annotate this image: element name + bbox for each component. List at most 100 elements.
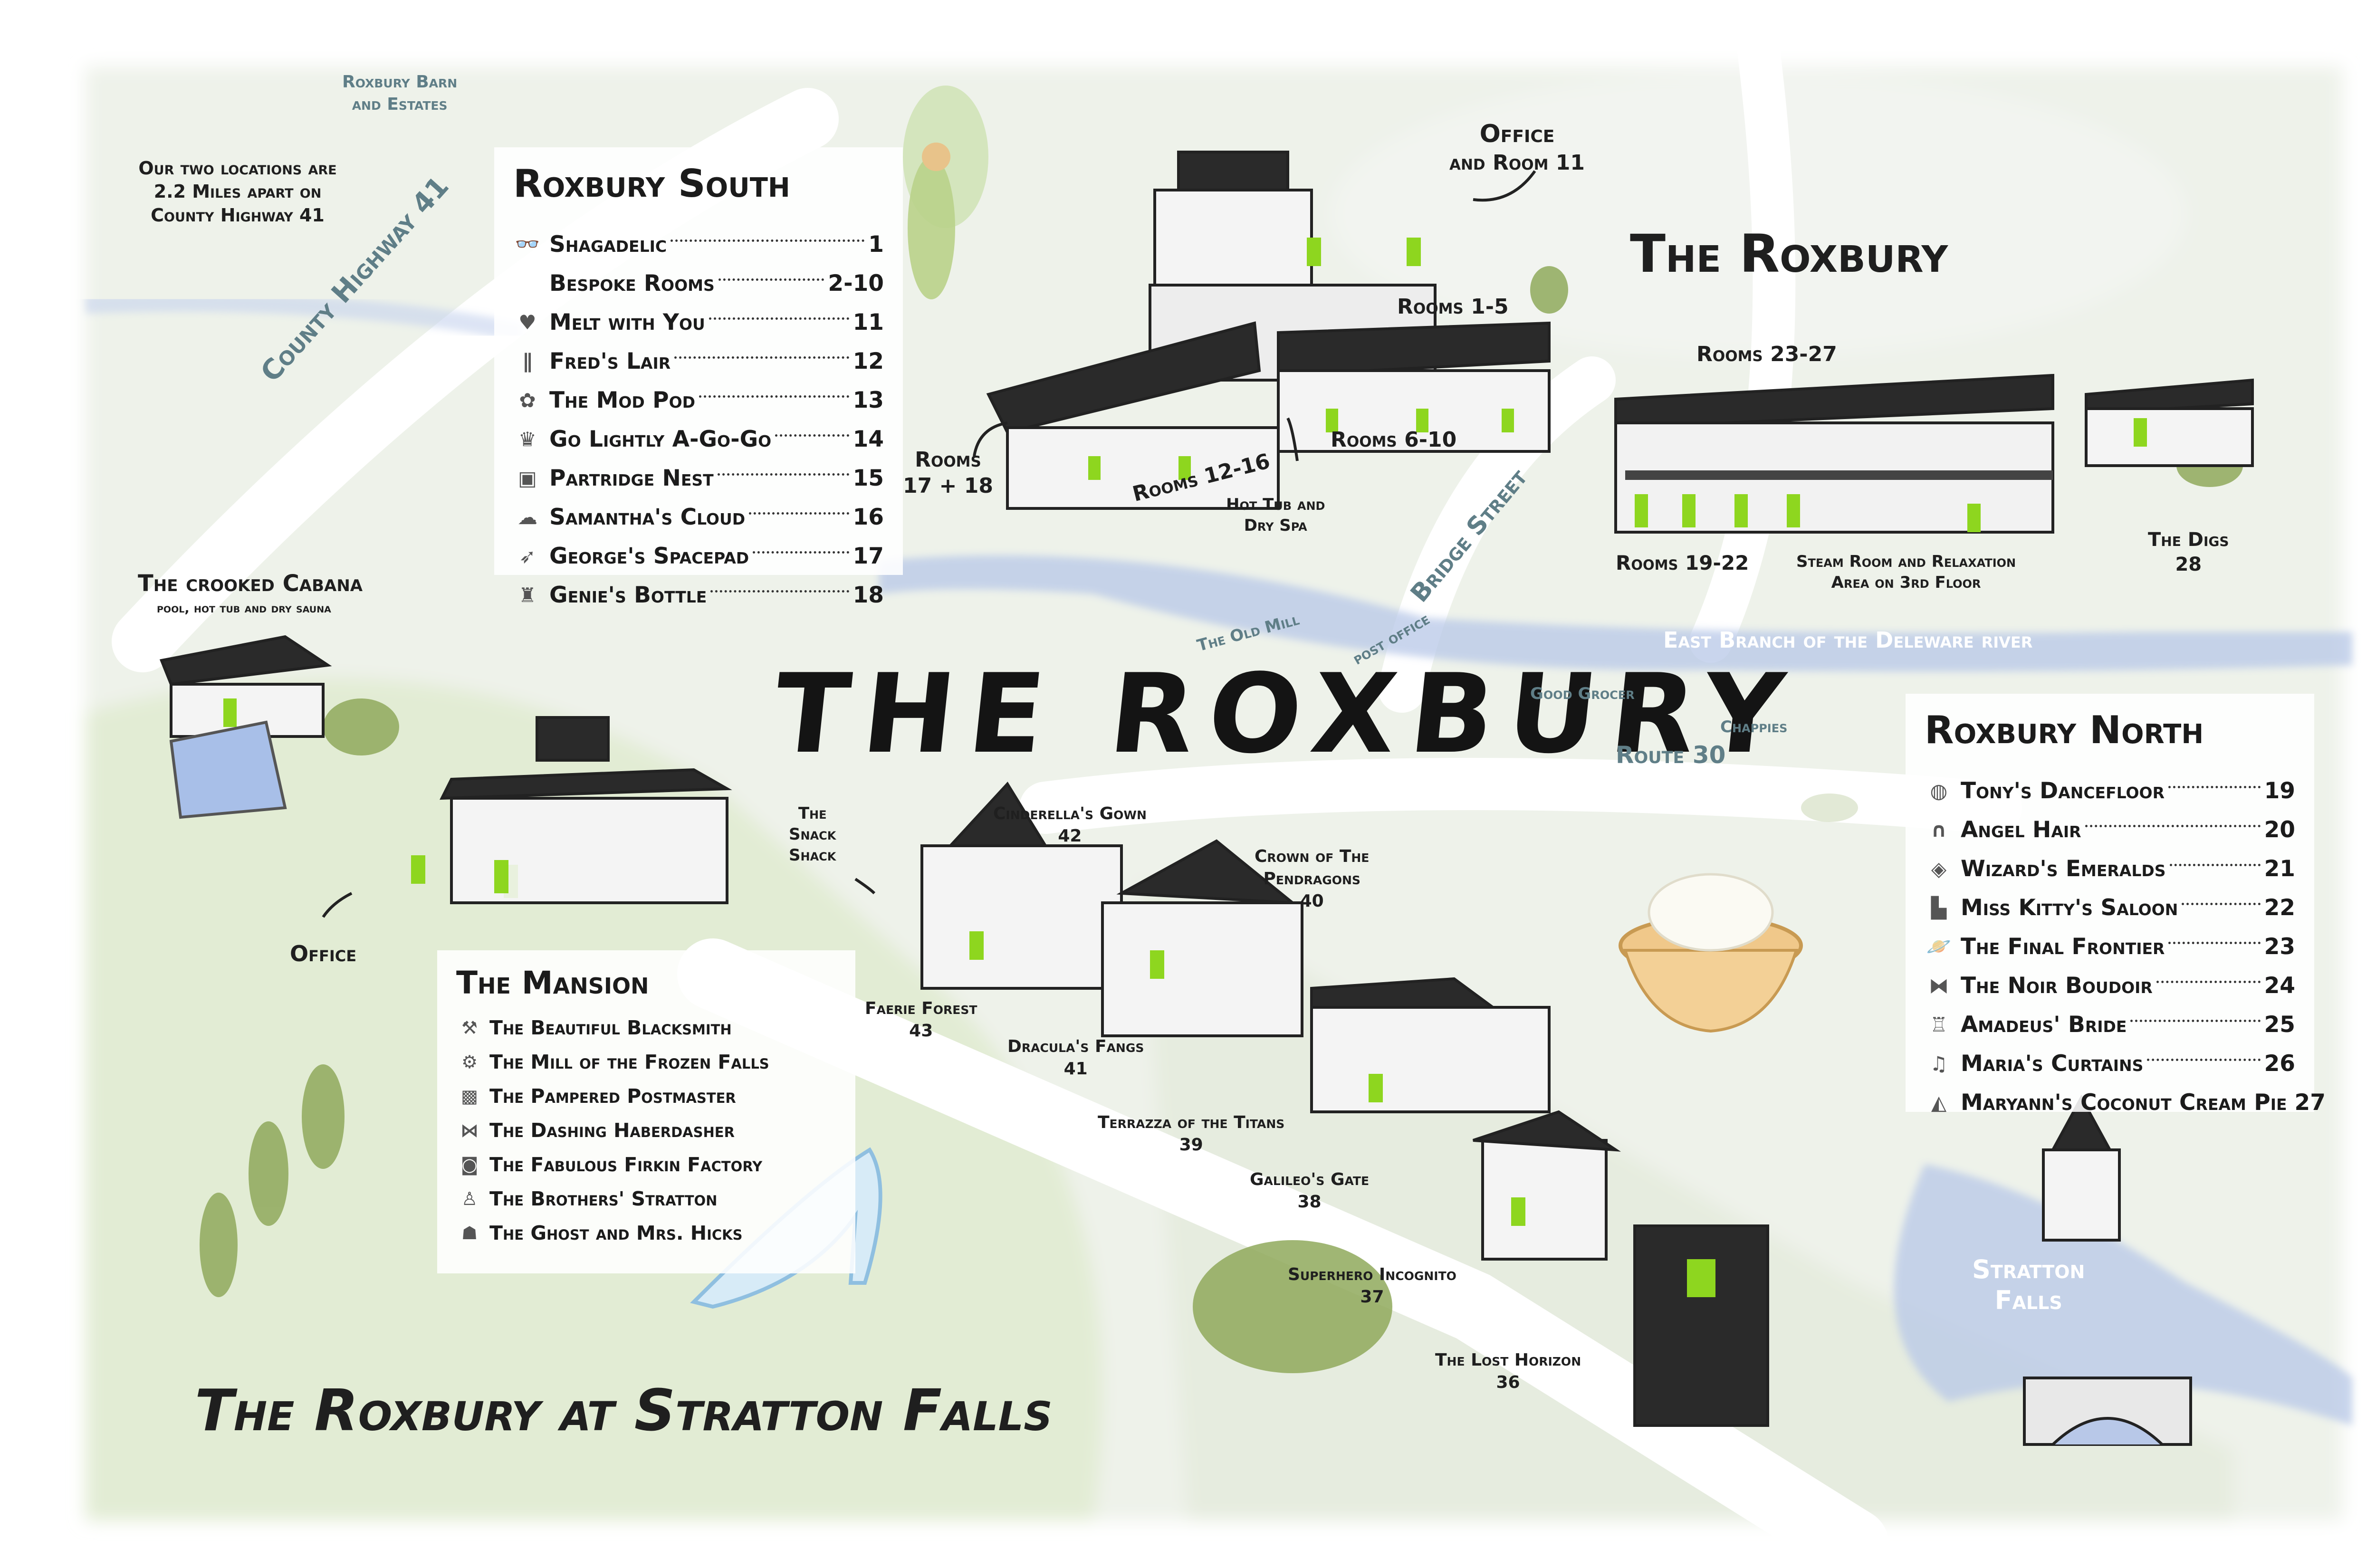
label-steam-room-line1: Steam Room and Relaxation xyxy=(1796,552,2016,571)
label-superhero-line2: 37 xyxy=(1360,1287,1384,1307)
roxbury-north-item-leader xyxy=(2169,863,2261,866)
roxbury-north-item-leader xyxy=(2156,980,2261,983)
label-hot-tub: Hot Tub and Dry Spa xyxy=(1226,494,1325,536)
label-crown-line3: 40 xyxy=(1300,891,1324,911)
mansion-item-name: The Pampered Postmaster xyxy=(489,1085,736,1108)
flower-icon: ✿ xyxy=(519,388,536,412)
label-roxbury-barn-line1: Roxbury Barn xyxy=(342,72,458,92)
label-rooms-19-22: Rooms 19-22 xyxy=(1616,551,1749,574)
label-cinderella-line2: 42 xyxy=(1058,826,1082,846)
nest-icon: ▣ xyxy=(518,466,537,490)
mansion-item-name: The Mill of the Frozen Falls xyxy=(489,1051,769,1073)
bone-icon: ∥ xyxy=(522,349,533,373)
hair-icon: ∩ xyxy=(1930,818,1947,841)
castle-row-drawing xyxy=(920,782,1769,1427)
label-stratton-falls: Stratton Falls xyxy=(1972,1254,2085,1316)
label-snack-shack: The Snack Shack xyxy=(789,803,836,866)
mansion-item-name: The Fabulous Firkin Factory xyxy=(489,1153,763,1176)
label-steam-room: Steam Room and Relaxation Area on 3rd Fl… xyxy=(1796,551,2016,593)
roxbury-north-item-name: The Noir Boudoir xyxy=(1961,972,2153,999)
roxbury-north-title: Roxbury North xyxy=(1925,708,2204,752)
coconut-pie-drawing xyxy=(1619,873,1803,1033)
label-faerie-forest: Faerie Forest 43 xyxy=(865,998,977,1042)
label-cinderella: Cinderella's Gown 42 xyxy=(993,803,1147,848)
roxbury-south-item-name: Melt with You xyxy=(549,309,705,335)
roxbury-south-item-name: The Mod Pod xyxy=(549,387,696,413)
label-crown: Crown of The Pendragons 40 xyxy=(1255,846,1369,912)
label-cinderella-line1: Cinderella's Gown xyxy=(993,804,1147,823)
fairy-drawing xyxy=(903,86,988,299)
roxbury-north-item-leader xyxy=(2085,824,2261,827)
roxbury-north-item-number: 23 xyxy=(2264,933,2295,960)
label-stratton-falls-line2: Falls xyxy=(1994,1285,2062,1315)
label-dracula-line1: Dracula's Fangs xyxy=(1007,1037,1144,1056)
pointer-arrows xyxy=(322,170,1536,918)
roxbury-north-item-number: 20 xyxy=(2264,816,2295,843)
label-office-room11-line1: Office xyxy=(1479,120,1555,148)
roxbury-north-item-number: 22 xyxy=(2264,894,2295,921)
roxbury-north-item-leader xyxy=(2168,941,2261,944)
river xyxy=(85,293,2352,1425)
roxbury-north-item: 🪐 The Final Frontier 23 xyxy=(1925,927,2295,966)
roxbury-north-item-name: The Final Frontier xyxy=(1961,933,2165,960)
label-steam-room-line2: Area on 3rd Floor xyxy=(1831,573,1981,593)
mansion-item: ☗The Ghost and Mrs. Hicks xyxy=(456,1216,836,1250)
mansion-item-name: The Dashing Haberdasher xyxy=(489,1119,735,1142)
cloud-icon: ☁ xyxy=(517,505,537,529)
roxbury-south-item-leader xyxy=(709,317,849,320)
planet-icon: 🪐 xyxy=(1926,935,1952,958)
roxbury-south-item-leader xyxy=(749,512,849,515)
roxbury-north-buildings xyxy=(1614,373,2254,534)
roxbury-south-item-number: 17 xyxy=(853,543,884,569)
label-faerie-forest-line1: Faerie Forest xyxy=(865,999,977,1018)
label-hot-tub-line1: Hot Tub and xyxy=(1226,495,1325,514)
roxbury-north-item-name: Maria's Curtains xyxy=(1961,1050,2144,1077)
roxbury-north-item-leader xyxy=(2182,902,2261,905)
mansion-item: ◙The Fabulous Firkin Factory xyxy=(456,1147,836,1182)
label-snack-shack-line2: Snack xyxy=(789,825,836,844)
pie-slice-icon: ◭ xyxy=(1931,1090,1947,1114)
roxbury-north-item: ◍ Tony's Dancefloor 19 xyxy=(1925,771,2295,810)
roxbury-north-item-name: Maryann's Coconut Cream Pie xyxy=(1961,1089,2287,1116)
roxbury-south-item-leader xyxy=(671,239,865,242)
label-rooms-17-18-line2: 17 + 18 xyxy=(903,474,993,498)
label-crown-line1: Crown of The xyxy=(1255,847,1370,866)
mansion-drawing xyxy=(411,716,732,904)
label-crown-line2: Pendragons xyxy=(1263,869,1360,889)
label-rooms-17-18: Rooms 17 + 18 xyxy=(903,447,993,499)
roxbury-north-item-number: 21 xyxy=(2264,855,2295,882)
label-superhero-line1: Superhero Incognito xyxy=(1288,1265,1456,1284)
mansion-item-name: The Ghost and Mrs. Hicks xyxy=(489,1222,743,1244)
mansion-item: ⋈The Dashing Haberdasher xyxy=(456,1113,836,1147)
label-faerie-forest-line2: 43 xyxy=(909,1021,933,1041)
label-galileo-line1: Galileo's Gate xyxy=(1250,1170,1370,1189)
label-roxbury-barn: Roxbury Barn and Estates xyxy=(342,71,457,116)
stratton-falls-drawing xyxy=(2023,1094,2192,1446)
sunglasses-icon: 👓 xyxy=(515,232,540,256)
roxbury-north-item-number: 27 xyxy=(2294,1089,2326,1116)
emerald-icon: ◈ xyxy=(1931,857,1947,880)
rocket-icon: ➶ xyxy=(519,544,536,568)
roxbury-north-item-number: 19 xyxy=(2264,777,2295,804)
roxbury-north-item-name: Tony's Dancefloor xyxy=(1961,777,2165,804)
mansion-item: ⚙The Mill of the Frozen Falls xyxy=(456,1045,836,1079)
bottle-icon: ♜ xyxy=(518,583,537,607)
heart-icon: ♥ xyxy=(518,310,537,334)
label-hot-tub-line2: Dry Spa xyxy=(1244,516,1307,535)
label-the-digs: The Digs 28 xyxy=(2148,527,2229,577)
disco-ball-icon: ◍ xyxy=(1930,779,1948,803)
mansion-legend: The Mansion ⚒The Beautiful Blacksmith⚙Th… xyxy=(437,950,855,1273)
label-superhero: Superhero Incognito 37 xyxy=(1288,1264,1456,1309)
roxbury-north-item-leader xyxy=(2147,1058,2261,1061)
